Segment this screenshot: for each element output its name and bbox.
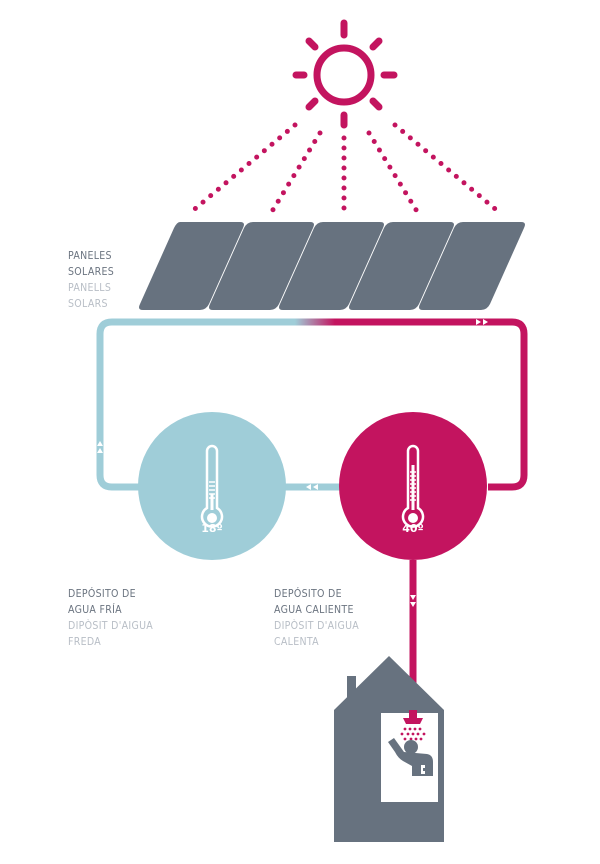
thermometer-icon: 18º <box>200 444 224 535</box>
solar-panel-icon <box>209 222 314 310</box>
label-es-line: AGUA CALIENTE <box>274 604 354 616</box>
hot-tank-temperature: 40º <box>402 522 424 535</box>
cold-tank-temperature: 18º <box>201 522 223 535</box>
sun-icon <box>292 19 398 129</box>
label-ca-line: SOLARS <box>68 298 108 310</box>
label-es-line: DEPÓSITO DE <box>68 588 136 600</box>
solar-panels <box>139 222 525 310</box>
label-es-line: DEPÓSITO DE <box>274 588 342 600</box>
cold-tank-label: DEPÓSITO DE AGUA FRÍA DIPÒSIT D'AIGUA FR… <box>68 586 153 650</box>
pipe-loop <box>96 318 528 712</box>
solar-panels-label: PANELES SOLARES PANELLS SOLARS <box>68 248 114 312</box>
label-es-line: AGUA FRÍA <box>68 604 122 616</box>
thermometer-icon: 40º <box>401 444 425 535</box>
sun-rays <box>187 122 503 216</box>
label-ca-line: DIPÒSIT D'AIGUA <box>274 620 360 632</box>
label-ca-line: FREDA <box>68 636 102 648</box>
solar-panel-icon <box>419 222 525 310</box>
label-ca-line: DIPÒSIT D'AIGUA <box>68 620 154 632</box>
label-es-line: SOLARES <box>68 266 115 278</box>
label-ca-line: PANELLS <box>68 282 112 294</box>
person-icon <box>388 738 433 776</box>
solar-panel-icon <box>349 222 454 310</box>
flow-arrow-icon <box>97 319 488 607</box>
shower-icon <box>400 710 426 741</box>
house-icon <box>334 656 444 842</box>
solar-panel-icon <box>139 222 244 310</box>
label-ca-line: CALENTA <box>274 636 319 648</box>
label-es-line: PANELES <box>68 250 112 262</box>
solar-panel-icon <box>279 222 384 310</box>
hot-tank-label: DEPÓSITO DE AGUA CALIENTE DIPÒSIT D'AIGU… <box>274 586 359 650</box>
